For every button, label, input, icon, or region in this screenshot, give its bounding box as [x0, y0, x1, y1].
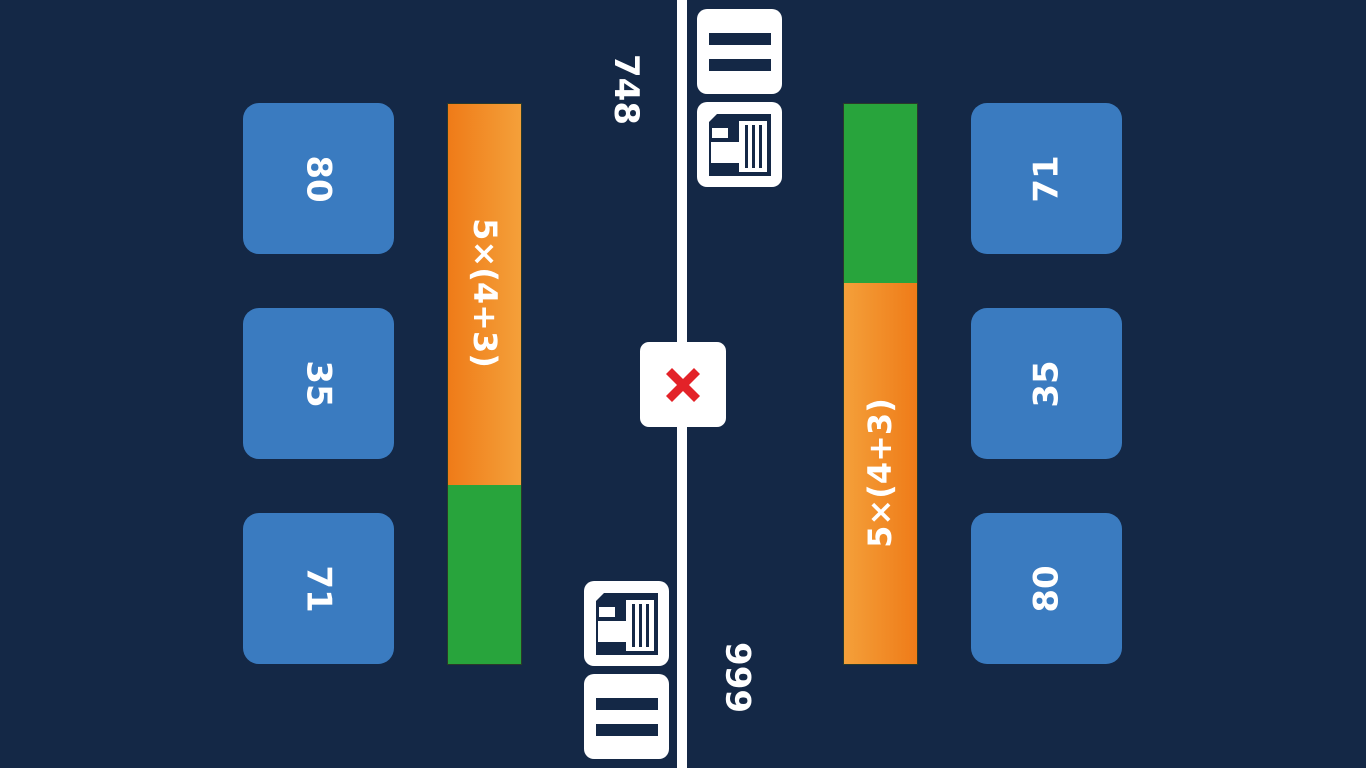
timer-remaining — [448, 484, 521, 664]
score-label: 748 — [606, 54, 646, 125]
floppy-disk-icon — [709, 114, 771, 176]
timer-remaining — [844, 104, 917, 284]
save-button[interactable] — [584, 581, 669, 666]
answer-tile-value: 80 — [298, 154, 339, 203]
score-label: 666 — [720, 642, 760, 713]
answer-tile-value: 71 — [298, 564, 339, 613]
timer-elapsed — [448, 104, 521, 485]
answer-tile-value: 80 — [1026, 564, 1067, 613]
answer-tile[interactable]: 80 — [971, 513, 1122, 664]
answer-tile-value: 35 — [298, 359, 339, 408]
pause-button[interactable] — [697, 9, 782, 94]
answer-tile-value: 71 — [1026, 154, 1067, 203]
pause-button[interactable] — [584, 674, 669, 759]
timer-elapsed — [844, 283, 917, 664]
close-x-icon — [666, 367, 700, 402]
answer-tile-value: 35 — [1026, 359, 1067, 408]
save-button[interactable] — [697, 102, 782, 187]
expression-label: 5×(4+3) — [466, 218, 504, 368]
floppy-disk-icon — [596, 593, 658, 655]
answer-tile[interactable]: 71 — [971, 103, 1122, 254]
timer-bar — [843, 103, 918, 665]
timer-bar — [447, 103, 522, 665]
answer-tile[interactable]: 80 — [243, 103, 394, 254]
close-button[interactable] — [640, 342, 726, 427]
expression-label: 5×(4+3) — [861, 398, 899, 548]
answer-tile[interactable]: 71 — [243, 513, 394, 664]
pause-icon — [709, 33, 771, 71]
answer-tile[interactable]: 35 — [971, 308, 1122, 459]
pause-icon — [596, 698, 658, 736]
answer-tile[interactable]: 35 — [243, 308, 394, 459]
